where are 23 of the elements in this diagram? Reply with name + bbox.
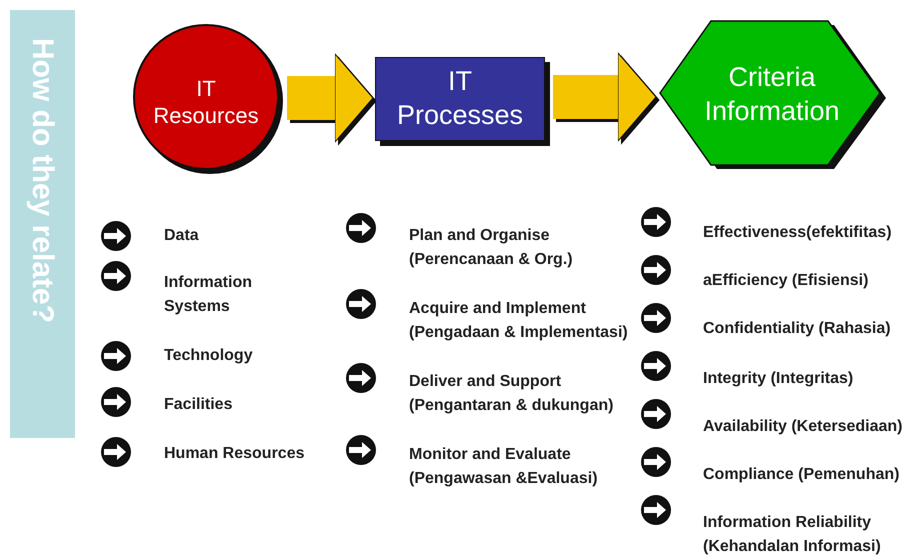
- list-item: Integrity (Integritas): [703, 369, 854, 389]
- list-item: Plan and Organise (Perencanaan & Org.): [409, 226, 574, 270]
- list-item: Effectiveness(efektifitas): [703, 223, 893, 243]
- block-arrow: [287, 54, 374, 142]
- list-item: Deliver and Support (Pengantaran & dukungan): [409, 372, 614, 416]
- list-item: aEfficiency (Efisiensi): [703, 271, 870, 291]
- list-item: Availability (Ketersediaan): [703, 417, 904, 437]
- block-arrow: [553, 52, 656, 142]
- list-item: Monitor and Evaluate (Pengawasan &Evaluasi): [409, 445, 599, 489]
- list-item: Facilities: [164, 395, 234, 415]
- list-item: Confidentiality (Rahasia): [703, 319, 892, 339]
- title: How do they relate?: [25, 38, 59, 324]
- list-item: Human Resources: [164, 444, 306, 464]
- criteria-hexagon: [658, 20, 886, 170]
- list-item: Information Systems: [164, 273, 253, 317]
- list-item: Information Reliability (Kehandalan Informasi): [703, 513, 882, 555]
- list-item: Compliance (Pemenuhan): [703, 465, 900, 485]
- list-item: Data: [164, 226, 200, 246]
- list-item: Technology: [164, 346, 254, 366]
- node-label: IT Resources: [152, 74, 260, 130]
- node-label: IT Processes: [396, 65, 524, 132]
- list-item: Acquire and Implement (Pengadaan & Implementasi): [409, 299, 629, 343]
- node-label: Criteria Information: [703, 61, 841, 128]
